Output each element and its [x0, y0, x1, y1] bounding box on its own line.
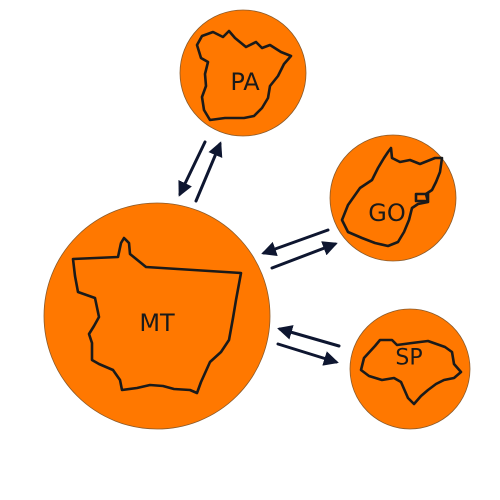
node-go: GO: [329, 134, 457, 262]
node-go-circle: [329, 134, 457, 262]
go-df-outline-icon: [414, 192, 430, 203]
node-mt: MT: [43, 202, 271, 430]
node-sp-label: SP: [395, 346, 422, 371]
node-pa-label: PA: [230, 68, 260, 96]
mt-state-outline-icon: [71, 236, 243, 395]
node-pa-circle: [179, 9, 307, 137]
arrow-go-to-mt: [261, 228, 330, 256]
sp-state-outline-icon: [359, 338, 463, 406]
node-pa: PA: [179, 9, 307, 137]
arrow-mt-to-sp: [276, 342, 339, 366]
arrow-pair-mt-go: [261, 228, 338, 270]
arrow-pair-mt-pa: [178, 140, 223, 203]
pa-state-outline-icon: [195, 29, 293, 122]
node-mt-label: MT: [139, 309, 175, 337]
arrow-mt-to-go: [270, 241, 338, 270]
arrow-mt-to-pa: [194, 141, 223, 203]
node-mt-circle: [43, 202, 271, 430]
node-sp: SP: [349, 308, 471, 430]
arrow-pa-to-mt: [178, 140, 207, 197]
node-go-label: GO: [368, 199, 406, 227]
go-state-outline-icon: [340, 146, 444, 248]
arrow-sp-to-mt: [277, 325, 341, 348]
arrow-pair-mt-sp: [276, 325, 341, 366]
